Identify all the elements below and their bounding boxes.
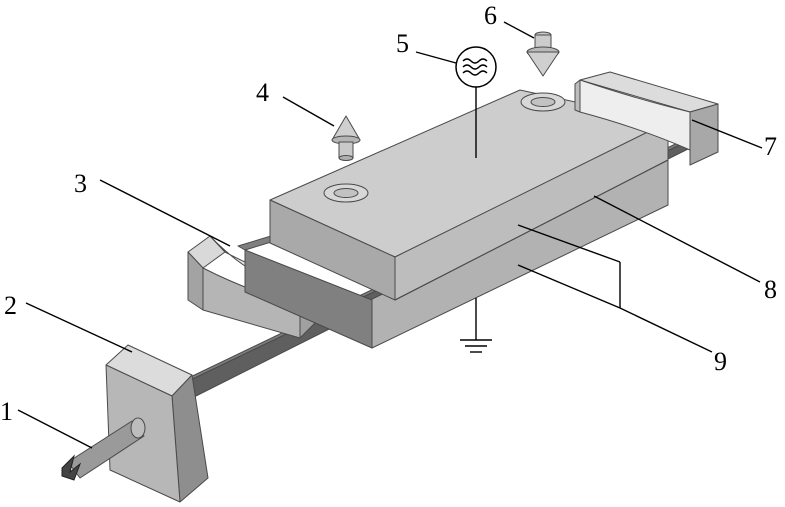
leader-lines [17,21,763,449]
port-ring-left [323,183,369,203]
inlet-arrow-down [526,31,560,77]
label-2: 2 [4,291,17,320]
label-1: 1 [0,397,13,426]
ground-icon [460,298,492,353]
end-block-front [105,344,209,503]
label-5: 5 [396,29,409,58]
concave-mirror-right [574,71,719,166]
label-9: 9 [714,347,727,376]
outlet-arrow-up [331,115,361,161]
label-7: 7 [764,132,777,161]
label-3: 3 [74,169,87,198]
label-8: 8 [764,275,777,304]
optical-fiber-end [61,417,146,481]
label-4: 4 [256,78,269,107]
rf-source-symbol [455,46,497,158]
label-6: 6 [484,1,497,30]
labels: 1 2 3 4 5 6 7 8 9 [0,1,777,426]
port-ring-right [520,92,566,112]
